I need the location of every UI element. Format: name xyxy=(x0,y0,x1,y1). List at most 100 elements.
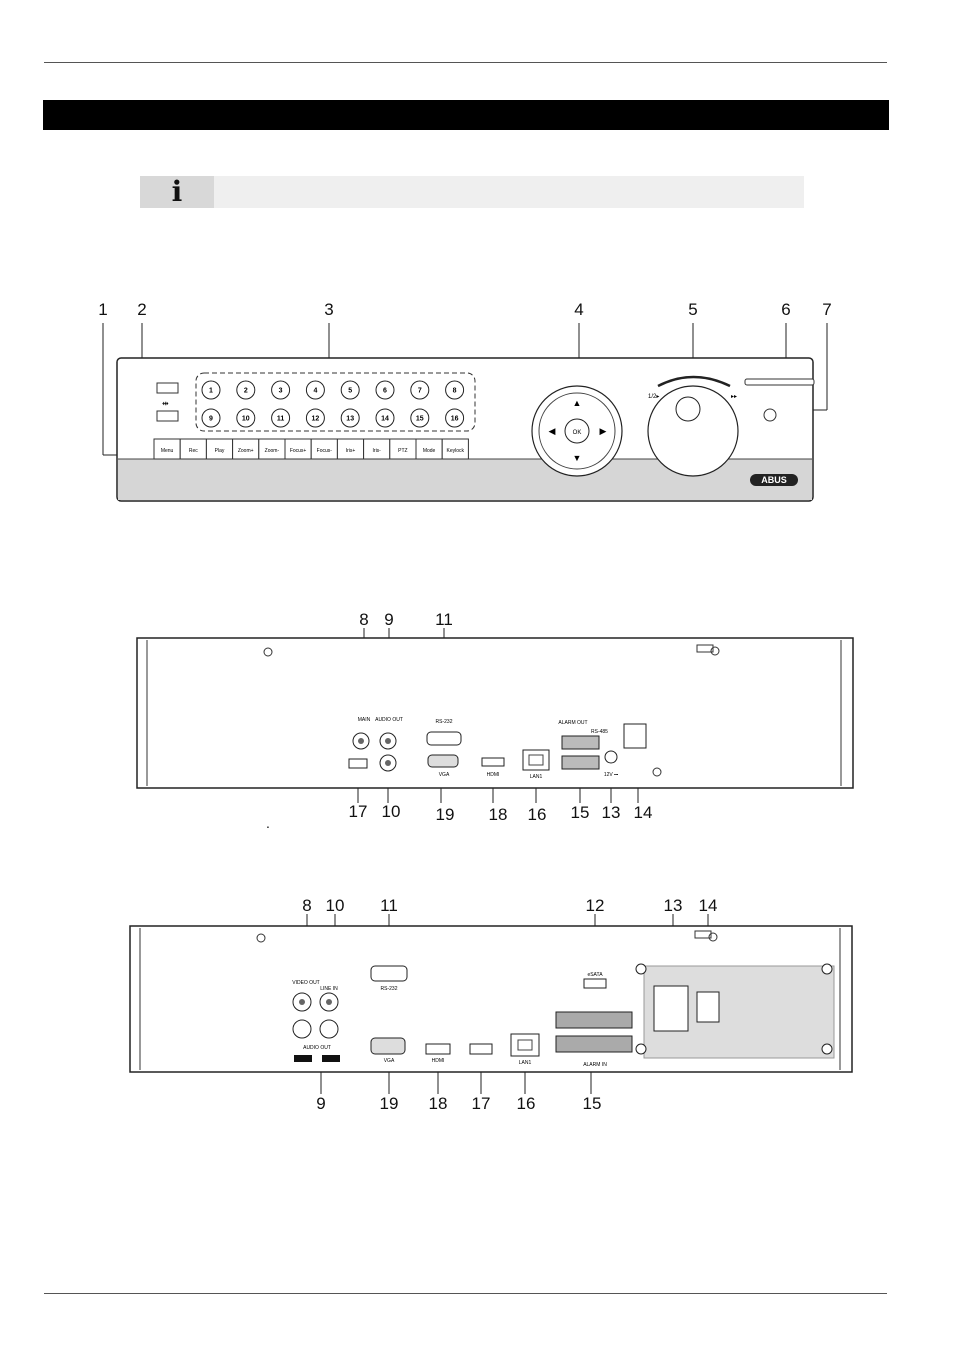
info-note-box: i xyxy=(140,176,804,208)
rear2-callout-10: 10 xyxy=(325,896,345,915)
rear1-callout-11: 11 xyxy=(435,610,453,629)
rear2-video-out-label: VIDEO OUT xyxy=(292,980,320,986)
top-rule xyxy=(44,62,887,63)
rear2-screw-right xyxy=(708,932,718,942)
rear2-callout-16: 16 xyxy=(516,1094,536,1113)
channel-button-label: 7 xyxy=(418,388,422,395)
jog-shuttle-outer xyxy=(647,385,739,477)
bottom-rule xyxy=(44,1293,887,1294)
rear1-terminal-block-bottom xyxy=(561,755,600,770)
channel-button-group xyxy=(195,372,476,432)
channel-button-15 xyxy=(410,408,430,428)
channel-button-10 xyxy=(236,408,256,428)
rear2-power-switch xyxy=(696,991,720,1023)
function-key-label: Keylock xyxy=(447,448,465,454)
rear1-hdmi-label: HDMI xyxy=(487,772,500,778)
channel-button-4 xyxy=(305,380,325,400)
ir-receiver xyxy=(763,408,777,422)
rear2-hdmi-port xyxy=(425,1043,451,1055)
rear1-vga-label: VGA xyxy=(439,772,450,778)
rear-panel-2-diagram: VIDEO OUT LINE IN AUDIO OUT RS-232 eSATA… xyxy=(129,914,853,1094)
channel-button-6 xyxy=(375,380,395,400)
callout-7: 7 xyxy=(822,300,832,319)
rear-panel-1-diagram: MAIN AUDIO OUT RS-232 VGA HDMI LAN1 ALAR… xyxy=(136,628,854,803)
callout-2: 2 xyxy=(137,300,147,319)
channel-button-label: 1 xyxy=(209,388,213,395)
section-header-bar xyxy=(43,100,889,130)
function-key-label: Play xyxy=(215,448,225,454)
rear1-rs232-label: RS-232 xyxy=(436,719,453,725)
channel-button-label: 15 xyxy=(416,416,424,423)
rear1-callout-10: 10 xyxy=(381,802,401,821)
stray-dot: . xyxy=(266,815,270,831)
channel-button-3 xyxy=(271,380,291,400)
rear2-rs232-label: RS-232 xyxy=(381,986,398,992)
channel-button-label: 14 xyxy=(381,416,389,423)
channel-button-1 xyxy=(201,380,221,400)
rear2-callout-8: 8 xyxy=(302,896,312,915)
rear2-callout-19: 19 xyxy=(379,1094,399,1113)
rear1-hdmi-port xyxy=(481,757,505,767)
rear2-esata-port xyxy=(583,978,607,989)
rear2-callout-15: 15 xyxy=(582,1094,602,1113)
rear2-esata-label: eSATA xyxy=(587,972,603,978)
function-key-label: Zoom- xyxy=(265,448,280,454)
shuttle-arc xyxy=(657,375,731,388)
rear2-line-in-label: LINE IN xyxy=(320,986,338,992)
callout-1: 1 xyxy=(98,300,108,319)
rear1-power-switch xyxy=(623,723,647,749)
rear1-callout-15: 15 xyxy=(570,803,590,822)
channel-button-label: 2 xyxy=(244,388,248,395)
channel-button-2 xyxy=(236,380,256,400)
rear1-callout-17: 17 xyxy=(348,802,368,821)
callout-4: 4 xyxy=(574,300,584,319)
function-key-label: Focus- xyxy=(317,448,333,454)
channel-button-11 xyxy=(271,408,291,428)
rear1-callout-19: 19 xyxy=(435,805,455,824)
rear1-vga-port xyxy=(427,754,459,768)
rear1-callout-13: 13 xyxy=(601,803,621,822)
rear1-usb-port xyxy=(348,758,368,769)
brand-logo: ABUS xyxy=(761,475,787,485)
channel-button-7 xyxy=(410,380,430,400)
function-key-11 xyxy=(441,438,469,460)
function-key-label: Menu xyxy=(161,448,174,454)
rear2-usb-port xyxy=(469,1043,493,1055)
channel-button-12 xyxy=(305,408,325,428)
rear2-bnc-audio-out-l xyxy=(292,1019,312,1039)
info-icon: i xyxy=(140,176,214,208)
rear1-callout-18: 18 xyxy=(488,805,508,824)
channel-button-14 xyxy=(375,408,395,428)
channel-button-label: 13 xyxy=(346,416,354,423)
rear1-power-label: 12V ⎓ xyxy=(604,772,618,778)
rear1-screw-right xyxy=(710,646,720,656)
usb-slot-2 xyxy=(156,410,179,422)
channel-button-16 xyxy=(445,408,465,428)
function-key-label: Iris- xyxy=(373,448,382,454)
forward-icon: ▸▸ xyxy=(731,394,737,400)
rear2-rs232-port xyxy=(370,965,408,982)
rear1-alarm-out-label: ALARM OUT xyxy=(558,720,587,726)
channel-button-8 xyxy=(445,380,465,400)
function-key-label: Focus+ xyxy=(290,448,307,454)
rear1-callout-16: 16 xyxy=(527,805,547,824)
channel-button-label: 6 xyxy=(383,388,387,395)
rear2-audio-out-label: AUDIO OUT xyxy=(303,1045,331,1051)
callout-6: 6 xyxy=(781,300,791,319)
channel-button-label: 5 xyxy=(348,388,352,395)
rear2-lan-label: LAN1 xyxy=(519,1060,532,1066)
rear2-alarm-in-label: ALARM IN xyxy=(583,1062,607,1068)
usb-slot-1 xyxy=(156,382,179,394)
rear2-callout-11: 11 xyxy=(380,896,398,915)
right-arrow-icon: ▶ xyxy=(600,426,607,436)
function-key-label: Rec xyxy=(189,448,198,454)
channel-button-label: 3 xyxy=(279,388,283,395)
channel-button-13 xyxy=(340,408,360,428)
brand-badge xyxy=(750,474,798,486)
rear1-main-label: MAIN xyxy=(358,717,371,723)
callout-5: 5 xyxy=(688,300,698,319)
rear1-lan-label: LAN1 xyxy=(530,774,543,780)
channel-button-label: 12 xyxy=(312,416,320,423)
down-arrow-icon: ▼ xyxy=(573,453,582,463)
